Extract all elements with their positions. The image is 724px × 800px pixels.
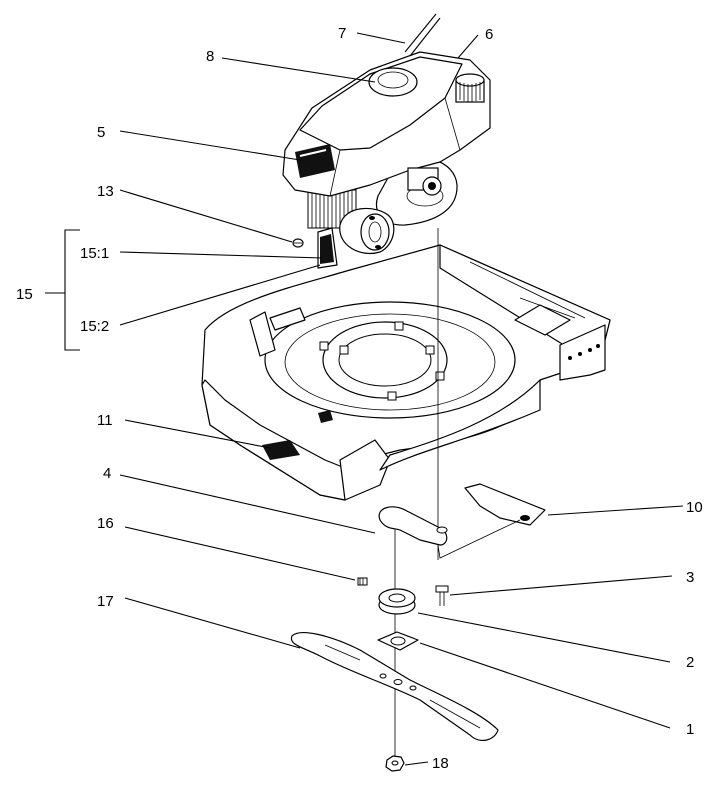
dipstick <box>404 13 437 53</box>
callout-labels: 7 6 8 5 13 15:1 15 15:2 11 4 10 16 3 17 … <box>16 25 703 772</box>
stiffener-plate <box>377 631 419 651</box>
adapter-pulley <box>378 588 416 615</box>
leader-lines <box>45 32 684 766</box>
bolt-3 <box>435 585 449 606</box>
callout-6: 6 <box>485 26 493 43</box>
callout-15-2: 15:2 <box>80 318 109 335</box>
throttle-control <box>407 167 442 196</box>
engine-decal <box>295 144 335 178</box>
callout-15-1: 15:1 <box>80 245 109 262</box>
callout-15: 15 <box>16 286 33 303</box>
callout-16: 16 <box>97 515 114 532</box>
screw-13 <box>292 238 304 248</box>
callout-4: 4 <box>103 465 111 482</box>
callout-2: 2 <box>686 654 694 671</box>
callout-18: 18 <box>432 755 449 772</box>
side-bracket <box>559 324 606 381</box>
cooling-fins <box>307 189 357 229</box>
callout-17: 17 <box>97 593 114 610</box>
blade-assembly <box>290 483 546 772</box>
oil-fill-cap <box>455 73 485 103</box>
deck-decal <box>262 440 300 460</box>
blade <box>290 632 499 742</box>
bag-bracket <box>464 483 546 526</box>
callout-1: 1 <box>686 721 694 738</box>
callout-8: 8 <box>206 48 214 65</box>
callout-10: 10 <box>686 499 703 516</box>
callout-13: 13 <box>97 183 114 200</box>
screw-16 <box>357 577 368 586</box>
engine-assembly <box>282 13 491 269</box>
muffler <box>339 207 395 254</box>
blade-nut <box>385 755 405 772</box>
heat-shield-decal <box>320 234 334 264</box>
callout-5: 5 <box>97 124 105 141</box>
callout-11: 11 <box>97 412 113 429</box>
mower-deck <box>201 244 611 501</box>
baffle <box>378 506 448 546</box>
callout-7: 7 <box>338 25 346 42</box>
callout-3: 3 <box>686 569 694 586</box>
